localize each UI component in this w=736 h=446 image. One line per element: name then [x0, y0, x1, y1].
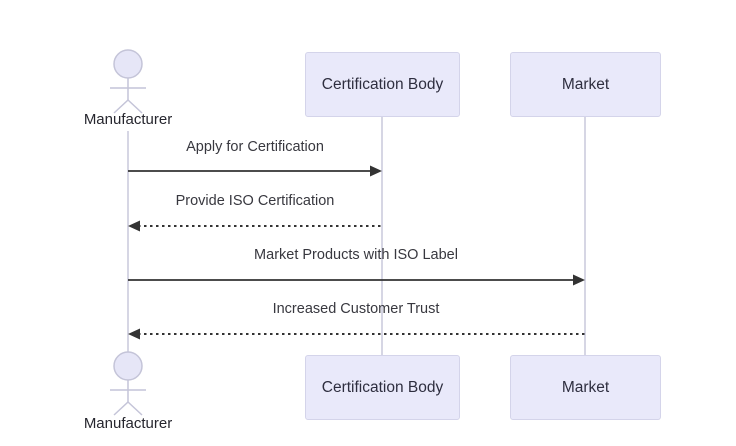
participant-market-bottom: Market: [510, 355, 661, 420]
message-arrow-apply-for-certification: [128, 165, 382, 177]
participant-market-top: Market: [510, 52, 661, 117]
actor-label-manufacturer-bottom: Manufacturer: [83, 415, 173, 432]
participant-certification-body-top: Certification Body: [305, 52, 460, 117]
participant-label: Market: [561, 378, 610, 396]
message-arrow-increased-customer-trust: [128, 328, 585, 340]
participant-label: Certification Body: [321, 75, 444, 93]
message-arrow-provide-iso-certification: [128, 220, 382, 232]
participant-certification-body-bottom: Certification Body: [305, 355, 460, 420]
message-label-provide-iso-certification: Provide ISO Certification: [175, 193, 335, 209]
message-label-apply-for-certification: Apply for Certification: [186, 139, 324, 155]
participant-label: Market: [561, 75, 610, 93]
message-arrow-market-products-with-iso-label: [128, 274, 585, 286]
manufacturer-actor-figure-top: [110, 49, 146, 114]
manufacturer-actor-figure-bottom: [110, 351, 146, 416]
message-label-increased-customer-trust: Increased Customer Trust: [272, 301, 440, 317]
participant-label: Certification Body: [321, 378, 444, 396]
message-label-market-products-with-iso-label: Market Products with ISO Label: [254, 247, 458, 263]
actor-label-manufacturer-top: Manufacturer: [83, 111, 173, 128]
